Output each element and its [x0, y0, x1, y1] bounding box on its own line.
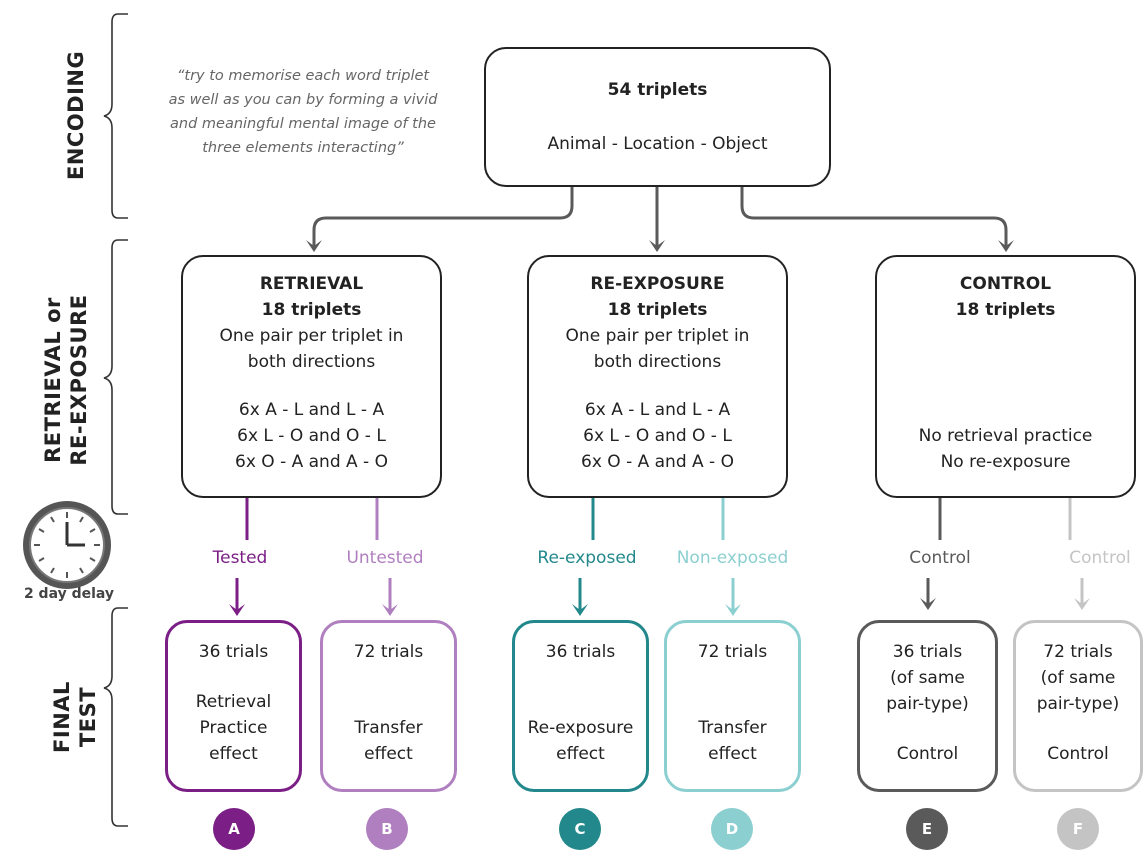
final-b-effect-1: Transfer — [354, 718, 423, 738]
final-e-trials: 36 trials — [892, 642, 963, 662]
final-b-trials: 72 trials — [353, 642, 424, 662]
branch-connectors — [235, 498, 1084, 612]
encoding-title: 54 triplets — [607, 80, 708, 100]
retrieval-box: RETRIEVAL 18 triplets One pair per tripl… — [181, 255, 442, 498]
final-a-effect-1: Retrieval — [195, 692, 272, 712]
control-box: CONTROL 18 triplets No retrieval practic… — [875, 255, 1136, 498]
final-d-effect-1: Transfer — [698, 718, 767, 738]
final-e-sub-1: (of same — [890, 668, 965, 688]
stage-retrieval-line1: RETRIEVAL or — [41, 297, 65, 463]
stage-final-line1: FINAL — [50, 681, 74, 753]
final-box-b: 72 trials Transfer effect — [320, 620, 457, 792]
quote-line-1: “try to memorise each word triplet — [176, 68, 430, 84]
quote-line-3: and meaningful mental image of the — [170, 116, 436, 132]
branch-label-tested: Tested — [212, 548, 268, 568]
final-f-sub-1: (of same — [1040, 668, 1116, 688]
final-d-effect-2: effect — [708, 744, 757, 764]
quote-line-4: three elements interacting” — [202, 140, 404, 156]
control-note-2: No re-exposure — [940, 452, 1071, 472]
retrieval-pair-3: 6x O - A and A - O — [235, 452, 388, 472]
final-f-sub-2: pair-type) — [1036, 694, 1120, 714]
branch-label-nonexposed: Non-exposed — [676, 548, 789, 568]
final-a-effect-2: Practice — [199, 718, 268, 738]
control-note-1: No retrieval practice — [918, 426, 1093, 446]
brace-final — [103, 607, 128, 827]
branch-label-control-e: Control — [909, 548, 971, 568]
stage-final-line2: TEST — [76, 686, 100, 748]
badge-e: E — [906, 808, 948, 850]
reexposure-count: 18 triplets — [607, 300, 708, 320]
badge-f: F — [1057, 808, 1099, 850]
final-c-effect-1: Re-exposure — [527, 718, 634, 738]
stage-encoding-label: ENCODING — [64, 50, 88, 180]
retrieval-desc-1: One pair per triplet in — [219, 326, 404, 346]
control-title: CONTROL — [959, 274, 1052, 294]
retrieval-desc-2: both directions — [247, 352, 376, 372]
final-a-effect-3: effect — [209, 744, 258, 764]
badge-a: A — [213, 808, 255, 850]
final-b-effect-2: effect — [364, 744, 413, 764]
reexposure-pair-2: 6x L - O and O - L — [583, 426, 732, 446]
branch-label-reexposed: Re-exposed — [537, 548, 637, 568]
delay-label: 2 day delay — [23, 586, 115, 602]
reexposure-pair-3: 6x O - A and A - O — [581, 452, 734, 472]
final-e-effect-1: Control — [896, 744, 959, 764]
encoding-subtitle: Animal - Location - Object — [547, 134, 768, 154]
badge-c: C — [559, 808, 601, 850]
reexposure-box: RE-EXPOSURE 18 triplets One pair per tri… — [527, 255, 788, 498]
stage-retrieval-label: RETRIEVAL or RE-EXPOSURE — [40, 270, 96, 490]
final-box-d: 72 trials Transfer effect — [664, 620, 801, 792]
reexposure-desc-2: both directions — [593, 352, 722, 372]
final-f-trials: 72 trials — [1043, 642, 1113, 662]
final-box-c: 36 trials Re-exposure effect — [512, 620, 649, 792]
reexposure-title: RE-EXPOSURE — [590, 274, 725, 294]
branch-label-untested: Untested — [346, 548, 424, 568]
encoding-connectors — [312, 186, 1008, 248]
final-box-e: 36 trials (of same pair-type) Control — [857, 620, 998, 792]
instruction-quote: “try to memorise each word triplet as we… — [140, 64, 466, 160]
final-c-trials: 36 trials — [545, 642, 616, 662]
branch-arrowheads — [229, 598, 1090, 616]
stage-retrieval-line2: RE-EXPOSURE — [67, 294, 91, 466]
final-d-trials: 72 trials — [697, 642, 768, 662]
reexposure-desc-1: One pair per triplet in — [565, 326, 750, 346]
retrieval-count: 18 triplets — [261, 300, 362, 320]
control-count: 18 triplets — [955, 300, 1056, 320]
brace-encoding — [103, 13, 128, 219]
badge-b: B — [366, 808, 408, 850]
retrieval-pair-2: 6x L - O and O - L — [237, 426, 386, 446]
encoding-arrowheads — [306, 240, 1014, 252]
badge-d: D — [711, 808, 753, 850]
final-box-a: 36 trials Retrieval Practice effect — [165, 620, 302, 792]
final-f-effect-1: Control — [1047, 744, 1109, 764]
final-box-f: 72 trials (of same pair-type) Control — [1013, 620, 1143, 792]
stage-final-label: FINAL TEST — [49, 677, 105, 757]
final-c-effect-2: effect — [556, 744, 605, 764]
retrieval-pair-1: 6x A - L and L - A — [238, 400, 385, 420]
reexposure-pair-1: 6x A - L and L - A — [584, 400, 731, 420]
branch-label-control-f: Control — [1069, 548, 1131, 568]
final-a-trials: 36 trials — [198, 642, 269, 662]
retrieval-title: RETRIEVAL — [259, 274, 364, 294]
brace-retrieval — [103, 239, 128, 515]
clock-icon — [23, 501, 111, 589]
final-e-sub-2: pair-type) — [886, 694, 969, 714]
quote-line-2: as well as you can by forming a vivid — [168, 92, 438, 108]
encoding-box: 54 triplets Animal - Location - Object — [484, 47, 831, 187]
